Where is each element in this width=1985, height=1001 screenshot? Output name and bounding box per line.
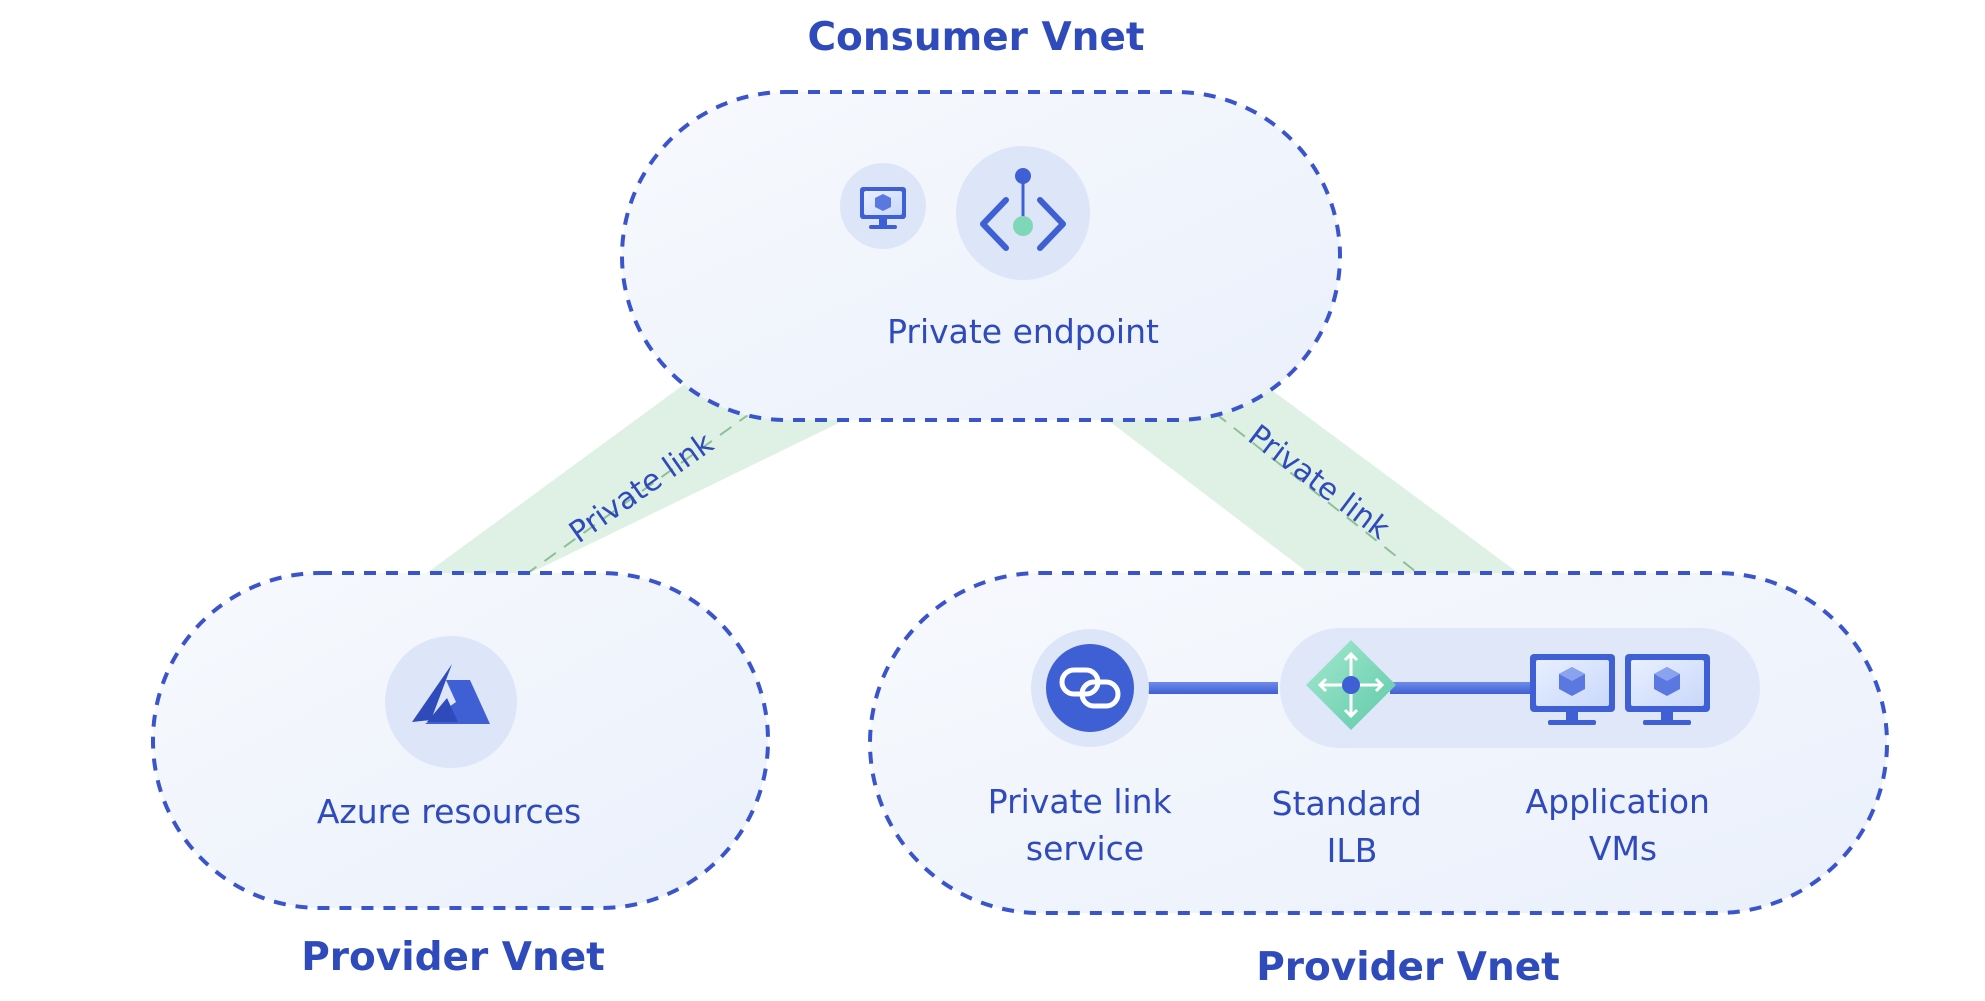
provider-vnet-right: Private link service Standard ILB Applic… [868,571,1889,990]
provider-vnet-left-title: Provider Vnet [301,935,605,980]
private-link-service-label-line1: Private link [988,782,1173,821]
provider-vnet-right-title: Provider Vnet [1256,945,1560,990]
application-vms-label-line2: VMs [1589,829,1657,868]
application-vms-label-line1: Application [1526,782,1710,821]
private-link-right-dash [1214,412,1421,576]
private-link-service-label: Private link service [988,782,1182,868]
azure-logo-icon [385,636,517,768]
azure-resources-label: Azure resources [317,792,581,831]
private-endpoint-label: Private endpoint [887,312,1159,351]
private-link-right: Private link [1105,385,1525,578]
standard-ilb-label: Standard ILB [1272,784,1433,870]
private-link-service-label-line2: service [1026,829,1144,868]
provider-vnet-left: Azure resources Provider Vnet [151,571,770,980]
consumer-vnet: Consumer Vnet Private endpoint [620,15,1342,422]
load-balancer-icon [1306,640,1396,730]
consumer-vm-icon [840,163,926,249]
consumer-vnet-title: Consumer Vnet [807,15,1144,60]
private-link-right-band [1105,385,1525,578]
private-link-left-band [420,380,845,578]
app-vm-2-icon [1625,654,1710,725]
connector-pls-ilb [1148,682,1278,694]
connector-ilb-vms [1390,682,1535,694]
app-vm-1-icon [1530,654,1615,725]
standard-ilb-label-line1: Standard [1272,784,1422,823]
chain-link-icon [1031,629,1149,747]
private-endpoint-icon [956,146,1090,280]
application-vms-label: Application VMs [1526,782,1721,868]
standard-ilb-label-line2: ILB [1327,831,1378,870]
